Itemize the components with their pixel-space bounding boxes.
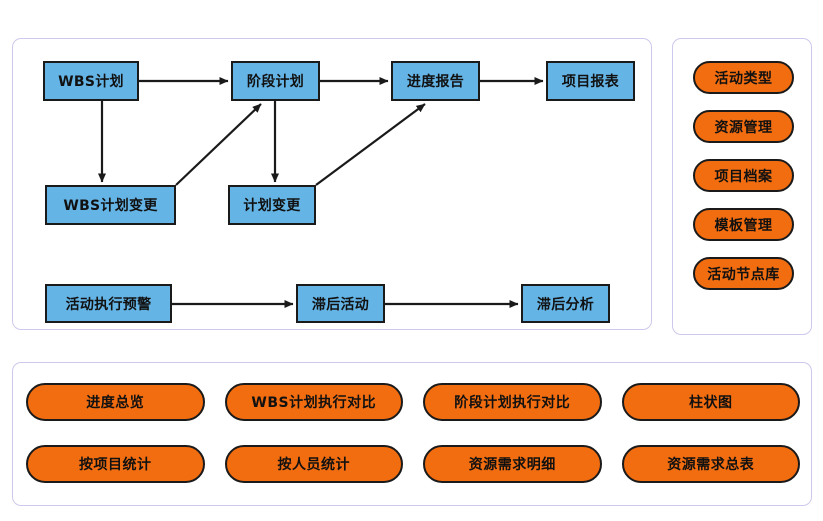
flow-connector-layer [98,77,544,308]
report-button-progress-overview[interactable]: 进度总览 [26,383,205,421]
report-button-phase-plan-execution-comparison[interactable]: 阶段计划执行对比 [423,383,602,421]
tool-button-resource-management[interactable]: 资源管理 [693,110,794,143]
flow-node-activity-alert[interactable]: 活动执行预警 [45,284,172,323]
flow-node-plan-change[interactable]: 计划变更 [228,185,316,225]
report-button-wbs-plan-execution-comparison[interactable]: WBS计划执行对比 [224,383,403,421]
report-button-statistics-by-project[interactable]: 按项目统计 [26,445,205,483]
tool-button-activity-node-library[interactable]: 活动节点库 [693,257,794,290]
tool-button-project-archive[interactable]: 项目档案 [693,159,794,192]
tool-button-activity-type[interactable]: 活动类型 [693,61,794,94]
flow-node-delay-analysis[interactable]: 滞后分析 [521,284,610,323]
tools-panel: 活动类型 资源管理 项目档案 模板管理 活动节点库 [672,38,812,335]
flow-node-wbs-plan[interactable]: WBS计划 [43,61,139,101]
flow-node-wbs-change[interactable]: WBS计划变更 [45,185,176,225]
report-button-statistics-by-personnel[interactable]: 按人员统计 [224,445,403,483]
report-button-resource-requirement-summary[interactable]: 资源需求总表 [621,445,800,483]
flow-diagram-panel: WBS计划 阶段计划 进度报告 项目报表 WBS计划变更 计划变更 活动执行预警… [12,38,652,330]
edge-plan-change-to-progress-report [315,103,426,186]
flow-node-progress-report[interactable]: 进度报告 [391,61,480,101]
edge-wbs-change-to-phase-plan [175,103,262,186]
report-button-bar-chart[interactable]: 柱状图 [621,383,800,421]
flow-node-delay-activity[interactable]: 滞后活动 [296,284,385,323]
tool-button-template-management[interactable]: 模板管理 [693,208,794,241]
report-button-resource-requirement-details[interactable]: 资源需求明细 [423,445,602,483]
reports-button-grid: 进度总览 WBS计划执行对比 阶段计划执行对比 柱状图 按项目统计 按人员统计 … [26,383,800,487]
flow-node-project-report[interactable]: 项目报表 [546,61,635,101]
flow-node-phase-plan[interactable]: 阶段计划 [231,61,320,101]
reports-panel: 进度总览 WBS计划执行对比 阶段计划执行对比 柱状图 按项目统计 按人员统计 … [12,362,812,506]
